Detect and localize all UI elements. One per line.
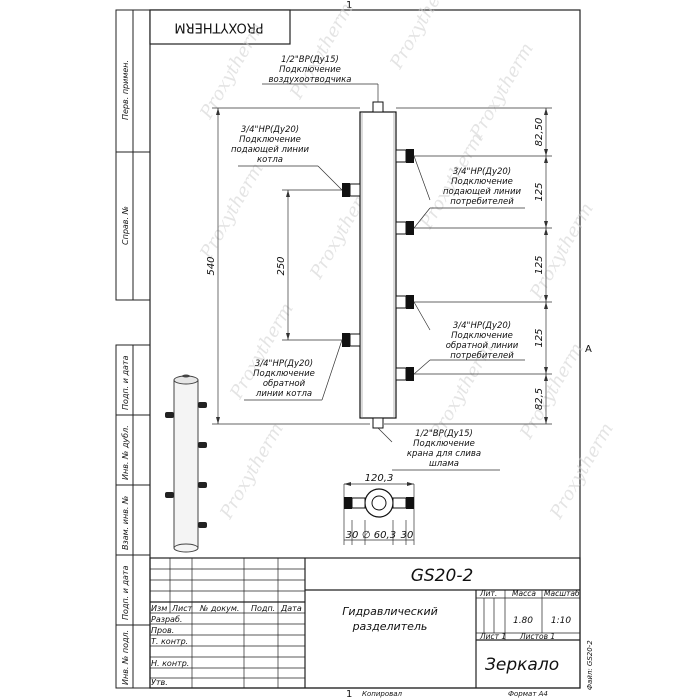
callout-boiler-return: 3/4"НР(Ду20) Подключение обратной линии … <box>253 359 315 399</box>
left-strip-labels: Перв. примен. Справ. № Подп. и дата Инв.… <box>121 60 130 685</box>
dim-603: ∅ 60,3 <box>362 530 396 541</box>
nozzle-boiler-supply <box>342 183 361 197</box>
svg-text:подающей линии: подающей линии <box>443 187 521 197</box>
bottom-mark: 1 <box>346 689 352 700</box>
dim-125-c: 125 <box>534 328 545 347</box>
svg-text:подающей линии: подающей линии <box>231 145 309 155</box>
svg-text:1/2"ВР(Ду15): 1/2"ВР(Ду15) <box>281 55 339 65</box>
svg-text:воздухоотводчика: воздухоотводчика <box>269 75 352 85</box>
nozzle-consumer-supply-1 <box>395 149 414 163</box>
svg-text:Подключение: Подключение <box>253 369 315 379</box>
label-inv-podl: Инв. № подл. <box>121 630 130 685</box>
dim-1203: 120,3 <box>365 473 394 484</box>
svg-text:1/2"ВР(Ду15): 1/2"ВР(Ду15) <box>415 429 473 439</box>
label-listov: Листов 1 <box>519 632 555 641</box>
row-nkontr: Н. контр. <box>151 659 189 668</box>
svg-text:Proxytherm: Proxytherm <box>216 419 288 523</box>
label-podp-data-2: Подп. и дата <box>121 565 130 620</box>
svg-text:3/4"НР(Ду20): 3/4"НР(Ду20) <box>241 125 299 135</box>
svg-text:Proxytherm: Proxytherm <box>546 419 618 523</box>
svg-text:3/4"НР(Ду20): 3/4"НР(Ду20) <box>255 359 313 369</box>
separator-3d-view <box>165 374 207 553</box>
masshtab-value: 1:10 <box>551 616 571 626</box>
svg-text:Подключение: Подключение <box>451 177 513 187</box>
col-dokum: № докум. <box>199 604 239 613</box>
top-mark: 1 <box>346 0 352 11</box>
label-inv-dubl: Инв. № дубл. <box>121 425 130 480</box>
dim-30-b: 30 <box>401 530 414 541</box>
dim-250: 250 <box>276 256 287 275</box>
drawing-name-line1: Гидравлический <box>342 605 438 618</box>
nozzle-consumer-supply-2 <box>395 221 414 235</box>
brand-text: PROXYTHERM <box>174 20 263 35</box>
svg-text:3/4"НР(Ду20): 3/4"НР(Ду20) <box>453 321 511 331</box>
drawing-code: GS20-2 <box>411 566 474 586</box>
callout-top: 1/2"ВР(Ду15) Подключение воздухоотводчик… <box>269 55 352 85</box>
dim-125-a: 125 <box>534 182 545 201</box>
svg-text:обратной: обратной <box>263 379 306 389</box>
file-label: Файл: GS20-2 <box>586 640 594 690</box>
title-block-grid <box>149 557 581 689</box>
dim-825: 82,5 <box>534 388 545 410</box>
col-list: Лист <box>171 604 193 613</box>
label-sprav-no: Справ. № <box>121 206 130 245</box>
svg-text:крана для слива: крана для слива <box>407 449 481 459</box>
row-prov: Пров. <box>151 626 174 635</box>
watermarks: Proxytherm Proxytherm Proxytherm Proxyth… <box>196 0 618 523</box>
right-mark: A <box>585 344 592 355</box>
svg-text:Подключение: Подключение <box>279 65 341 75</box>
massa-value: 1.80 <box>513 616 533 626</box>
callout-consumer-supply: 3/4"НР(Ду20) Подключение подающей линии … <box>443 167 521 207</box>
label-perv-primen: Перв. примен. <box>121 60 130 120</box>
label-list: Лист 1 <box>479 632 506 641</box>
svg-text:шлама: шлама <box>429 459 459 469</box>
svg-text:Proxytherm: Proxytherm <box>516 339 588 443</box>
row-tkontr: Т. контр. <box>151 637 188 646</box>
nozzle-consumer-return-1 <box>395 295 414 309</box>
svg-text:Proxytherm: Proxytherm <box>286 0 358 103</box>
label-masshtab: Масштаб <box>544 589 580 598</box>
svg-text:Proxytherm: Proxytherm <box>386 0 458 73</box>
left-strip <box>115 9 151 689</box>
separator-top-view <box>343 482 415 545</box>
drawing-name-line2: разделитель <box>352 620 428 633</box>
svg-text:котла: котла <box>257 155 283 165</box>
label-massa: Масса <box>512 589 536 598</box>
svg-text:Proxytherm: Proxytherm <box>466 39 538 143</box>
label-vzam-inv: Взам. инв. № <box>121 496 130 550</box>
dim-total: 540 <box>206 256 217 275</box>
svg-text:Proxytherm: Proxytherm <box>196 159 268 263</box>
material: Зеркало <box>485 655 559 675</box>
label-lit: Лит. <box>479 589 497 598</box>
dim-125-b: 125 <box>534 255 545 274</box>
col-izm: Изм <box>151 604 167 613</box>
callout-boiler-supply: 3/4"НР(Ду20) Подключение подающей линии … <box>231 125 309 165</box>
col-data: Дата <box>280 604 302 613</box>
svg-text:Подключение: Подключение <box>239 135 301 145</box>
callout-consumer-return: 3/4"НР(Ду20) Подключение обратной линии … <box>446 321 519 361</box>
svg-text:Подключение: Подключение <box>413 439 475 449</box>
row-utv: Утв. <box>151 678 168 687</box>
svg-text:3/4"НР(Ду20): 3/4"НР(Ду20) <box>453 167 511 177</box>
svg-text:линии котла: линии котла <box>255 389 312 399</box>
svg-text:обратной линии: обратной линии <box>446 341 519 351</box>
brand-box <box>149 9 291 45</box>
nozzle-boiler-return <box>342 333 361 347</box>
svg-text:Подключение: Подключение <box>451 331 513 341</box>
bottom-format: Формат А4 <box>508 690 548 698</box>
callout-bottom: 1/2"ВР(Ду15) Подключение крана для слива… <box>407 429 481 469</box>
dim-30-a: 30 <box>346 530 359 541</box>
row-razrab: Разраб. <box>151 615 182 624</box>
label-podp-data-1: Подп. и дата <box>121 355 130 410</box>
svg-text:потребителей: потребителей <box>450 197 514 207</box>
separator-front-view <box>342 101 414 429</box>
svg-text:потребителей: потребителей <box>450 351 514 361</box>
svg-text:Proxytherm: Proxytherm <box>526 199 598 303</box>
col-podp: Подп. <box>251 604 275 613</box>
bottom-kopiroval: Копировал <box>362 690 403 698</box>
nozzle-consumer-return-2 <box>395 367 414 381</box>
dim-8250: 82,50 <box>534 118 545 147</box>
dimension-arrows <box>216 108 548 424</box>
